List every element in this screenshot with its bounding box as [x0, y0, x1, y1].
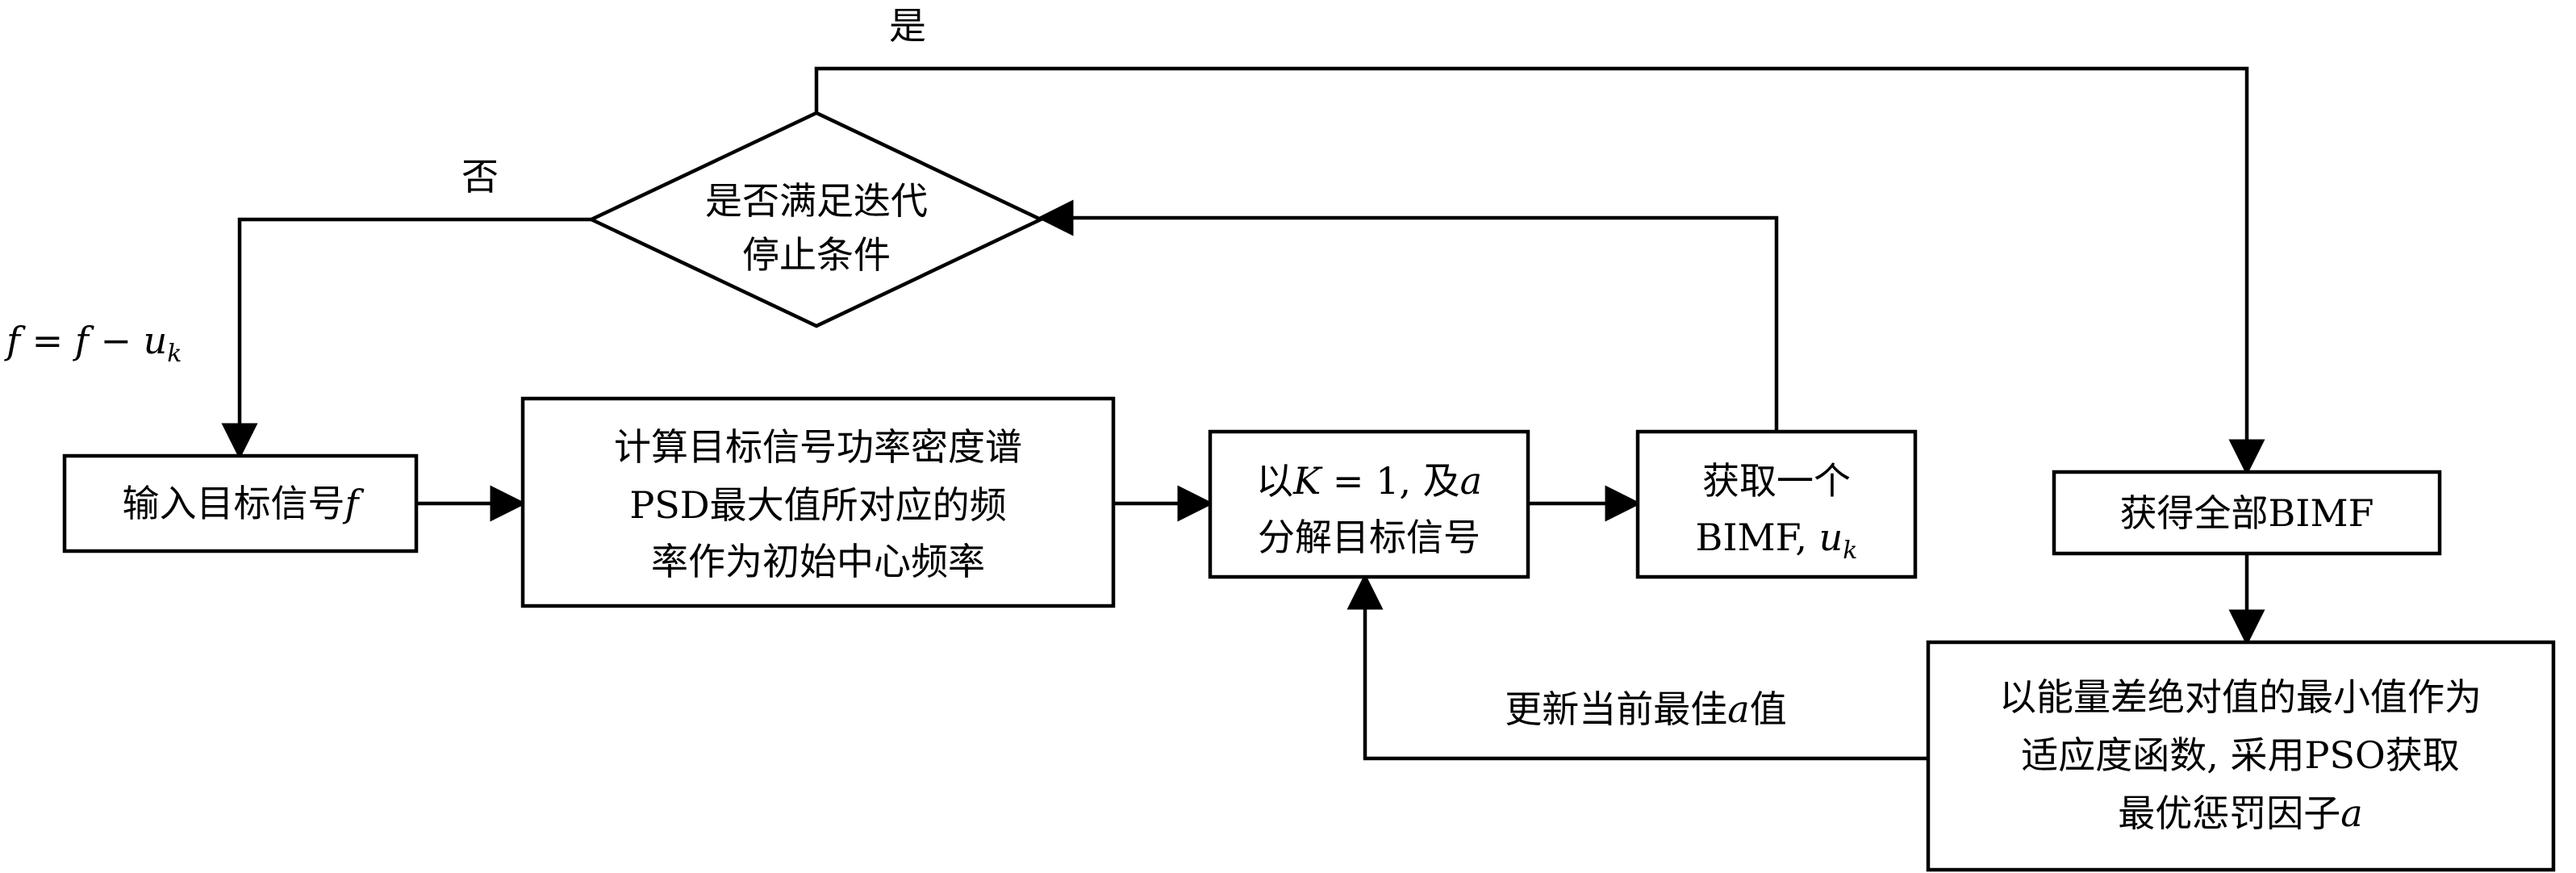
feedback-eq: =: [20, 319, 75, 362]
pso-line-3-prefix: 最优惩罚因子: [2118, 792, 2340, 835]
feedback-u: u: [144, 319, 168, 362]
update-suffix: 值: [1750, 687, 1787, 731]
update-prefix: 更新当前最佳: [1505, 687, 1727, 731]
decompose-var-k: K: [1292, 459, 1323, 503]
psd-line-2: PSD最大值所对应的频: [629, 483, 1006, 527]
edge-no-to-input: [221, 217, 591, 460]
update-var-a: a: [1727, 687, 1749, 731]
decompose-prefix: 以: [1256, 459, 1293, 503]
feedback-minus: −: [89, 319, 144, 362]
pso-line-1: 以能量差绝对值的最小值作为: [1999, 675, 2482, 719]
input-label: 输入目标信号f: [122, 482, 364, 525]
get-one-line-2: BIMF, uk: [1696, 516, 1858, 565]
pso-line-2: 适应度函数, 采用PSO获取: [2021, 733, 2459, 777]
label-update-a: 更新当前最佳a值: [1505, 687, 1786, 731]
decompose-node: 以K = 1, 及a 分解目标信号: [1208, 429, 1530, 579]
decision-line-2: 停止条件: [742, 233, 891, 277]
get-one-node: 获取一个 BIMF, uk: [1635, 429, 1918, 579]
edge-yes-to-get-all: [814, 66, 2265, 476]
decompose-line-2: 分解目标信号: [1258, 516, 1480, 559]
input-text: 输入目标信号: [122, 482, 344, 525]
psd-node: 计算目标信号功率密度谱 PSD最大值所对应的频 率作为初始中心频率: [520, 396, 1116, 608]
label-yes: 是: [889, 4, 926, 48]
get-all-label: 获得全部BIMF: [2120, 491, 2374, 535]
pso-line-3: 最优惩罚因子a: [2118, 792, 2362, 835]
get-one-sub-k: k: [1843, 537, 1857, 565]
input-node: 输入目标信号f: [62, 453, 419, 553]
psd-line-3: 率作为初始中心频率: [651, 540, 985, 583]
get-one-prefix: BIMF,: [1696, 516, 1819, 559]
get-one-line-1: 获取一个: [1702, 459, 1851, 503]
decision-line-1: 是否满足迭代: [705, 179, 928, 223]
decompose-line-1: 以K = 1, 及a: [1256, 459, 1482, 503]
decision-node: 是否满足迭代 停止条件: [587, 111, 1046, 328]
decompose-eq: = 1, 及: [1321, 459, 1459, 503]
get-all-node: 获得全部BIMF: [2052, 470, 2442, 556]
pso-node: 以能量差绝对值的最小值作为 适应度函数, 采用PSO获取 最优惩罚因子a: [1926, 640, 2556, 872]
psd-line-1: 计算目标信号功率密度谱: [614, 425, 1022, 469]
get-one-var-u: u: [1819, 516, 1843, 559]
label-no: 否: [461, 155, 499, 198]
decompose-var-a: a: [1460, 459, 1482, 503]
feedback-sub-k: k: [167, 340, 182, 368]
edge-pso-to-decompose: [1346, 573, 1928, 761]
edge-get-one-to-decision: [1037, 199, 1779, 432]
pso-var-a: a: [2340, 792, 2362, 835]
label-feedback-f: f = f − uk: [4, 319, 182, 368]
